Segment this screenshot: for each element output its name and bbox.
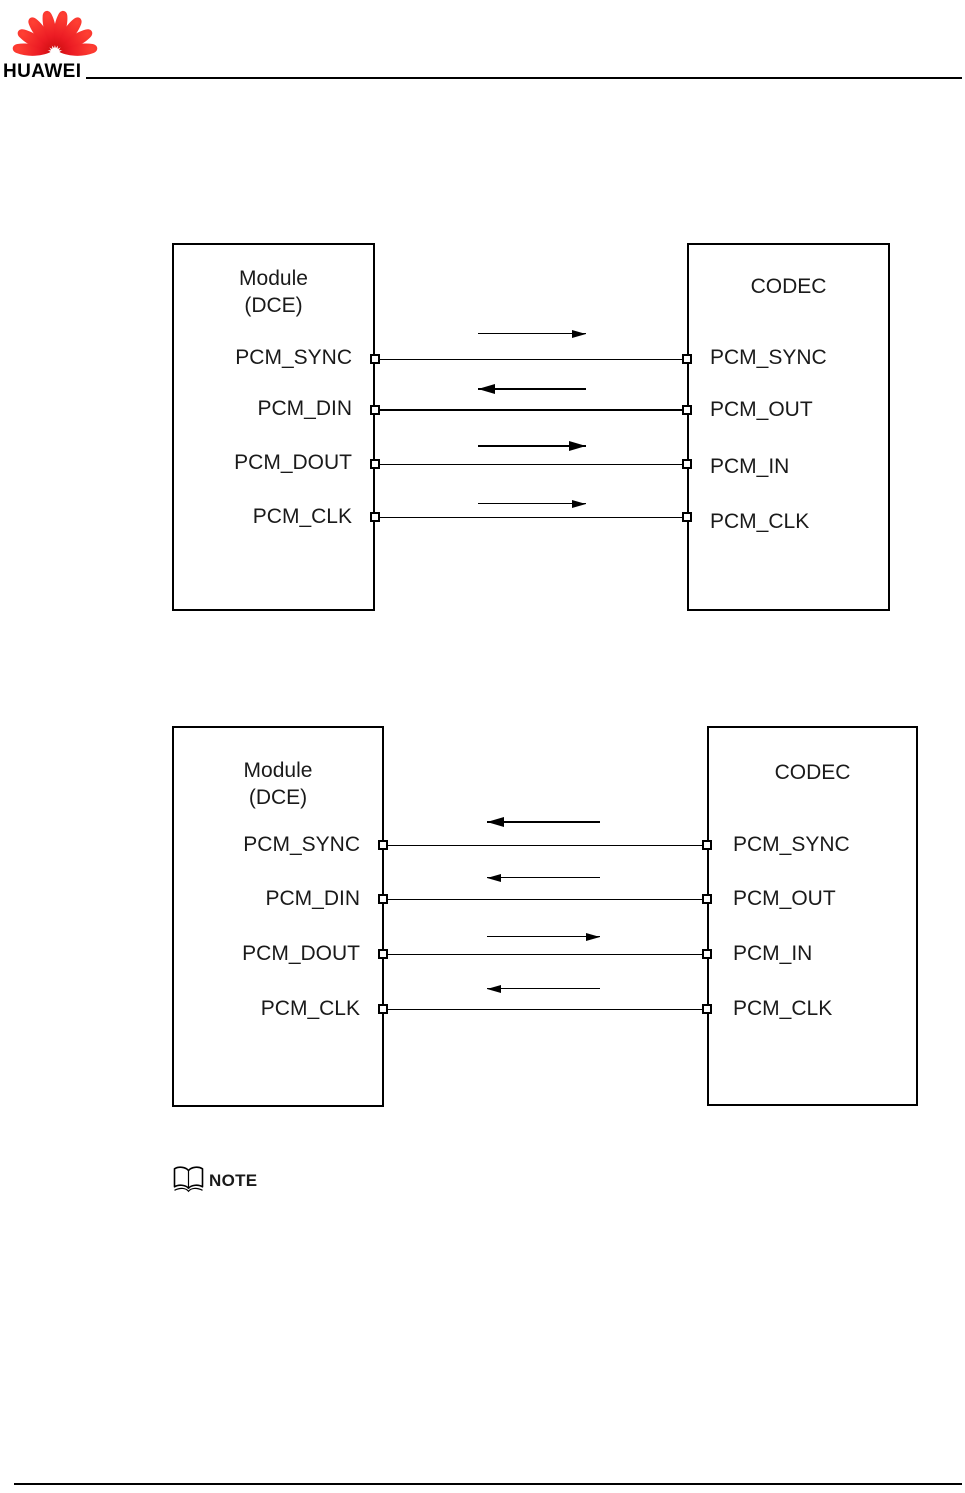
module-port-label: PCM_DIN [265, 887, 360, 910]
module-dce-box: Module (DCE) [172, 243, 375, 611]
module-port-label: PCM_DOUT [234, 451, 352, 474]
direction-arrow-left-icon [478, 388, 586, 390]
module-port-label: PCM_DIN [257, 397, 352, 420]
codec-port-label: PCM_SYNC [733, 833, 850, 856]
pin-connector [702, 894, 712, 904]
direction-arrow-right-icon [478, 445, 586, 447]
pin-connector [370, 405, 380, 415]
module-port-label: PCM_SYNC [243, 833, 360, 856]
pin-connector [702, 1004, 712, 1014]
pin-connector [682, 405, 692, 415]
direction-arrow-left-icon [487, 821, 600, 823]
direction-arrow-right-icon [478, 503, 586, 504]
module-port-label: PCM_CLK [260, 997, 360, 1020]
module-box-subtitle: (DCE) [244, 294, 303, 317]
header-rule [86, 77, 962, 79]
codec-box: CODEC [707, 726, 918, 1106]
module-box-title: Module [243, 759, 313, 782]
pin-connector [370, 354, 380, 364]
direction-arrow-right-icon [487, 936, 600, 937]
pin-connector [682, 354, 692, 364]
module-port-label: PCM_DOUT [242, 942, 360, 965]
pin-connector [682, 459, 692, 469]
module-box-title: Module [239, 267, 308, 290]
codec-port-label: PCM_SYNC [710, 346, 827, 369]
signal-wire [379, 464, 683, 465]
pin-connector [378, 949, 388, 959]
signal-wire [387, 845, 703, 846]
codec-port-label: PCM_IN [710, 455, 790, 478]
signal-wire [379, 517, 683, 518]
pin-connector [702, 840, 712, 850]
codec-box-title: CODEC [774, 761, 851, 784]
open-book-icon [172, 1165, 205, 1200]
pin-connector [682, 512, 692, 522]
direction-arrow-left-icon [487, 988, 600, 989]
signal-wire [387, 1009, 703, 1010]
codec-port-label: PCM_CLK [710, 510, 810, 533]
pin-connector [378, 894, 388, 904]
pin-connector [378, 1004, 388, 1014]
codec-port-label: PCM_IN [733, 942, 813, 965]
direction-arrow-right-icon [478, 333, 586, 334]
module-box-subtitle: (DCE) [248, 786, 308, 809]
pin-connector [370, 459, 380, 469]
pin-connector [370, 512, 380, 522]
direction-arrow-left-icon [487, 877, 600, 878]
codec-port-label: PCM_CLK [733, 997, 833, 1020]
codec-box: CODEC [687, 243, 890, 611]
huawei-flower-logo-icon [10, 1, 100, 61]
codec-port-label: PCM_OUT [710, 398, 813, 421]
signal-wire [379, 359, 683, 360]
module-dce-box: Module (DCE) [172, 726, 384, 1107]
pin-connector [378, 840, 388, 850]
codec-port-label: PCM_OUT [733, 887, 836, 910]
footer-rule [14, 1483, 962, 1485]
signal-wire [387, 954, 703, 955]
pin-connector [702, 949, 712, 959]
huawei-wordmark: HUAWEI [3, 61, 82, 82]
signal-wire [387, 899, 703, 900]
codec-box-title: CODEC [750, 275, 827, 298]
module-port-label: PCM_CLK [252, 505, 352, 528]
note-label: NOTE [209, 1171, 258, 1190]
signal-wire [379, 409, 683, 411]
module-port-label: PCM_SYNC [235, 346, 352, 369]
